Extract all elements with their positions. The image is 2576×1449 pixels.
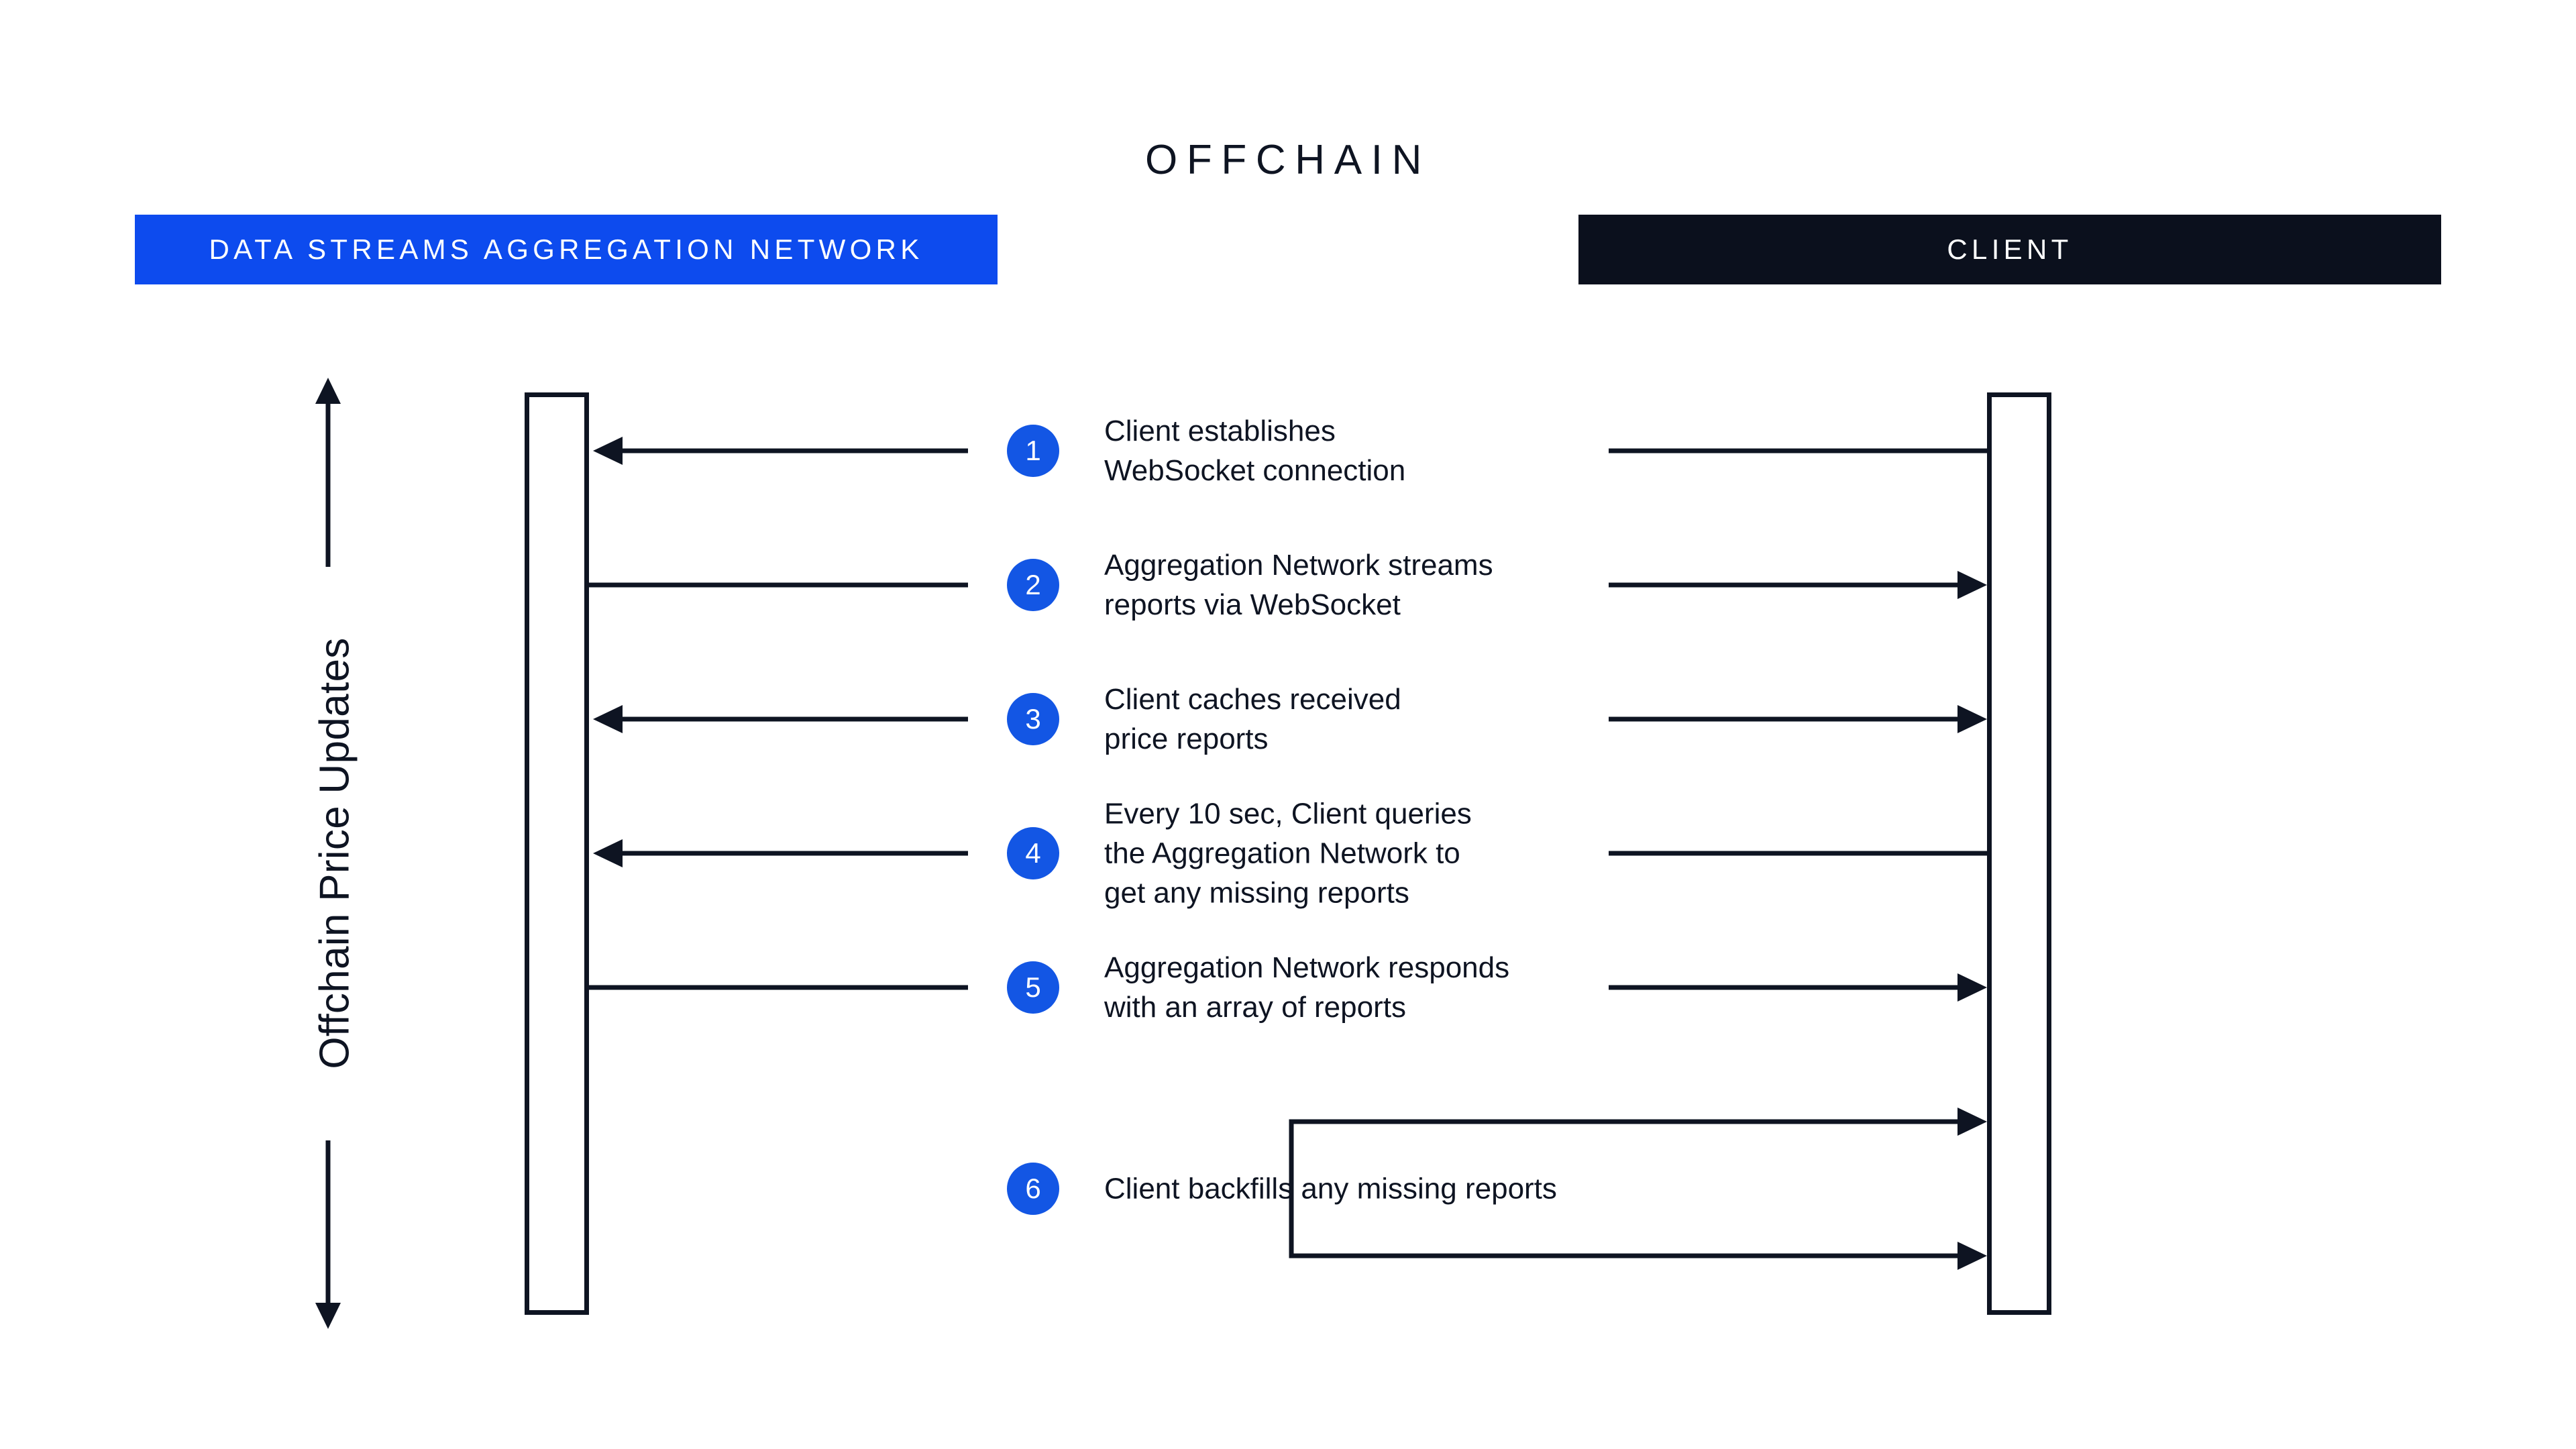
step-3-badge: 3	[1007, 693, 1059, 745]
message-6-backfill-bracket	[1289, 1108, 1987, 1270]
step-3-text: Client caches received price reports	[1104, 683, 1401, 755]
axis-arrowhead-up-icon	[315, 378, 341, 404]
actor-header-aggregation-network: DATA STREAMS AGGREGATION NETWORK	[135, 215, 998, 284]
step-4-badge: 4	[1007, 827, 1059, 879]
arrowhead-left-icon	[593, 705, 623, 733]
message-4-client-to-network	[593, 839, 1987, 867]
axis-double-arrow	[315, 378, 341, 1329]
message-5-network-to-client	[589, 973, 1987, 1002]
network-lifeline	[525, 392, 589, 1315]
step-6-text: Client backfills any missing reports	[1104, 1172, 1557, 1205]
actor-header-client: CLIENT	[1578, 215, 2441, 284]
step-2-text: Aggregation Network streams reports via …	[1104, 549, 1493, 621]
message-1-client-to-network	[593, 437, 1987, 465]
step-1-badge: 1	[1007, 425, 1059, 477]
step-5-text: Aggregation Network responds with an arr…	[1104, 951, 1510, 1024]
arrowhead-right-icon	[1957, 1108, 1987, 1136]
arrowhead-right-icon	[1957, 1242, 1987, 1270]
step-2-badge: 2	[1007, 559, 1059, 611]
axis-arrowhead-down-icon	[315, 1303, 341, 1329]
arrowhead-right-icon	[1957, 571, 1987, 599]
arrowhead-right-icon	[1957, 973, 1987, 1002]
step-6-badge: 6	[1007, 1163, 1059, 1215]
arrowhead-left-icon	[593, 839, 623, 867]
arrowhead-left-icon	[593, 437, 623, 465]
arrowhead-right-icon	[1957, 705, 1987, 733]
message-3-both-directions	[593, 705, 1987, 733]
step-4-text: Every 10 sec, Client queries the Aggrega…	[1104, 797, 1472, 910]
message-2-network-to-client	[589, 571, 1987, 599]
page-title: OFFCHAIN	[1145, 137, 1431, 183]
step-5-badge: 5	[1007, 961, 1059, 1014]
step-1-text: Client establishes WebSocket connection	[1104, 415, 1406, 487]
client-lifeline	[1987, 392, 2051, 1315]
